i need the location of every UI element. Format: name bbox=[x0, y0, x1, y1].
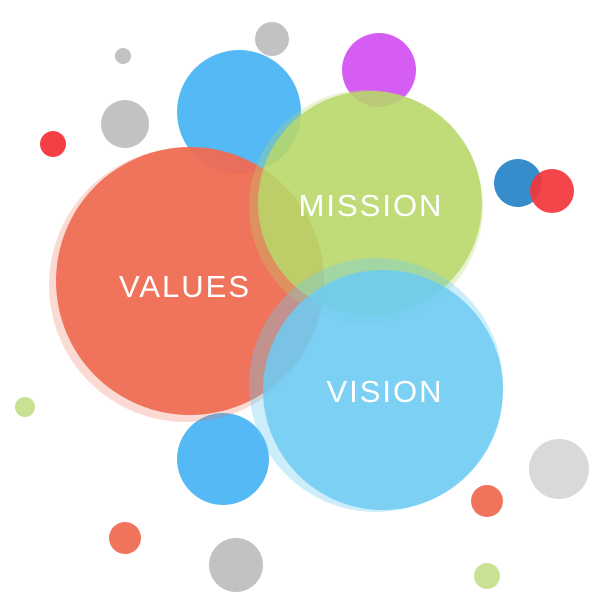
gray-bubble-left bbox=[101, 100, 149, 148]
red-bubble-right bbox=[530, 169, 574, 213]
gray-bubble-bottom bbox=[209, 538, 263, 592]
light-gray-bubble-right bbox=[529, 439, 589, 499]
vision-circle-group bbox=[249, 258, 503, 512]
mission-circle bbox=[258, 91, 482, 315]
lime-bubble-left bbox=[15, 397, 35, 417]
purple-bubble-top bbox=[342, 33, 416, 107]
vision-circle bbox=[263, 270, 503, 510]
gray-bubble-top bbox=[255, 22, 289, 56]
lime-bubble-bottom bbox=[474, 563, 500, 589]
dark-blue-bubble-right bbox=[494, 159, 542, 207]
coral-bubble-right bbox=[471, 485, 503, 517]
blue-bubble-top bbox=[177, 50, 301, 174]
values-label: VALUES bbox=[119, 269, 251, 304]
blue-bubble-bottom bbox=[177, 413, 269, 505]
red-bubble-left bbox=[40, 131, 66, 157]
gray-bubble-tiny bbox=[115, 48, 131, 64]
vision-label: VISION bbox=[326, 374, 443, 409]
values-circle-group bbox=[49, 147, 324, 422]
values-circle bbox=[56, 147, 324, 415]
mission-label: MISSION bbox=[299, 188, 444, 223]
mission-circle-group bbox=[249, 90, 483, 324]
coral-bubble-bottom-left bbox=[109, 522, 141, 554]
